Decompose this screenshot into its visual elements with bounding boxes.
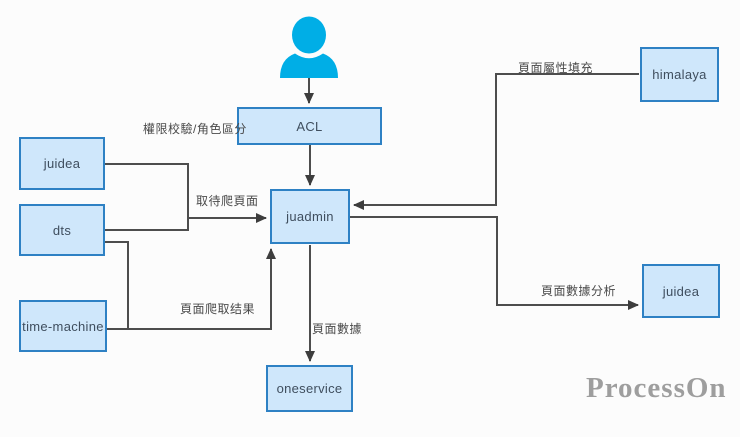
edge-label-fetch-pages: 取待爬頁面 <box>196 194 259 208</box>
node-label: juadmin <box>286 209 334 224</box>
node-label: time-machine <box>22 318 104 334</box>
edge-juidea-dts-rail <box>105 163 189 231</box>
edge-label-page-data: 頁面數據 <box>312 322 363 336</box>
edge-timemachine-to-juadmin <box>104 248 276 330</box>
node-label: himalaya <box>652 67 707 82</box>
node-label: dts <box>52 222 72 238</box>
edge-label-crawl-result: 頁面爬取结果 <box>180 302 256 316</box>
node-oneservice: oneservice <box>266 365 353 412</box>
edge-label-data-analysis: 頁面數據分析 <box>541 284 617 298</box>
edge-himalaya-to-juadmin <box>353 73 639 210</box>
node-label: ACL <box>296 118 323 134</box>
node-dts: dts <box>19 204 105 256</box>
node-juidea-right: juidea <box>642 264 720 318</box>
edge-label-permission-check: 權限校驗/角色區分 <box>143 122 247 136</box>
user-icon <box>280 16 338 78</box>
node-label: juidea <box>662 283 700 299</box>
edge-juadmin-to-juidea-right <box>350 216 639 310</box>
node-acl: ACL <box>237 107 382 145</box>
edge-dts-down-rail <box>105 241 129 329</box>
node-juidea-left: juidea <box>19 137 105 190</box>
node-juadmin: juadmin <box>270 189 350 244</box>
node-himalaya: himalaya <box>640 47 719 102</box>
node-label: juidea <box>43 156 81 171</box>
edge-label-attr-fill: 頁面屬性填充 <box>518 61 594 75</box>
processon-watermark: ProcessOn <box>586 372 727 404</box>
node-time-machine: time-machine <box>19 300 107 352</box>
node-label: oneservice <box>276 381 343 396</box>
